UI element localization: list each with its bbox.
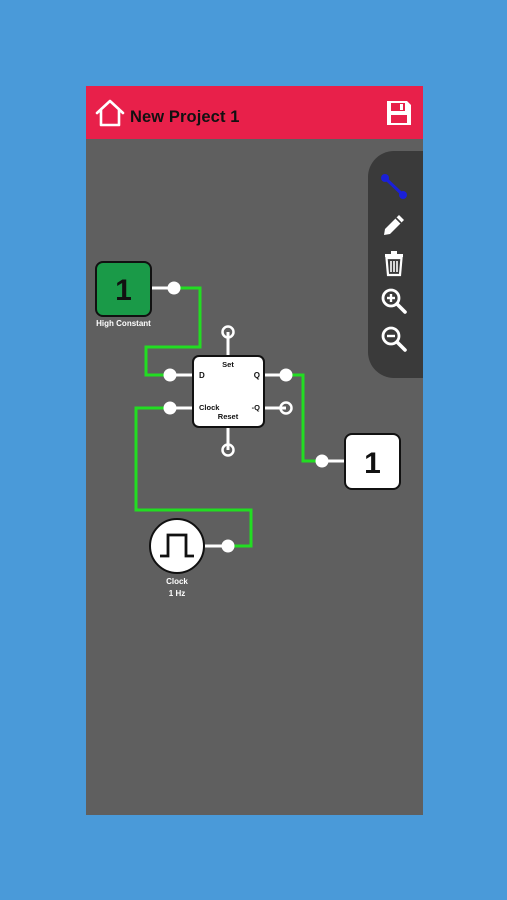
clock-input-pin[interactable] <box>163 401 177 415</box>
output-display-box[interactable] <box>344 433 401 490</box>
q-output-pin[interactable] <box>279 368 293 382</box>
output-display-value: 1 <box>364 447 381 480</box>
d-input-pin[interactable] <box>163 368 177 382</box>
not-q-output-pin[interactable] <box>279 401 293 415</box>
trash-icon[interactable] <box>380 249 408 277</box>
clock-label: Clock <box>166 577 188 586</box>
wire-constant-to-d[interactable] <box>144 286 202 377</box>
zoom-out-icon[interactable] <box>380 325 408 353</box>
circuit-canvas[interactable]: 1 High Constant Set D Q Clock -Q Reset <box>86 86 423 815</box>
high-constant-value: 1 <box>115 274 132 307</box>
d-flip-flop-component[interactable]: Set D Q Clock -Q Reset <box>163 325 293 457</box>
app-header: New Project 1 <box>86 86 423 139</box>
flip-flop-box[interactable] <box>192 355 265 428</box>
zoom-in-icon[interactable] <box>380 287 408 315</box>
clock-component[interactable]: Clock 1 Hz <box>149 518 235 598</box>
app-screen: 1 High Constant Set D Q Clock -Q Reset <box>86 86 423 815</box>
wires <box>134 286 322 548</box>
pin-label-set: Set <box>222 360 234 369</box>
pin-label-q: Q <box>254 371 260 380</box>
clock-body[interactable] <box>149 518 205 574</box>
constant-output-pin[interactable] <box>167 281 181 295</box>
square-wave-icon <box>160 533 194 558</box>
high-constant-component[interactable]: 1 High Constant <box>95 261 181 328</box>
wire-icon[interactable] <box>380 173 408 201</box>
pin-label-reset: Reset <box>218 412 239 421</box>
output-display-component[interactable]: 1 <box>315 433 401 490</box>
wire-clock-to-clk[interactable] <box>134 406 253 548</box>
home-icon[interactable] <box>94 98 126 128</box>
wire-q-to-output[interactable] <box>286 373 322 463</box>
save-icon[interactable] <box>385 99 413 127</box>
high-constant-label: High Constant <box>96 319 151 328</box>
clock-frequency-label: 1 Hz <box>169 589 185 598</box>
reset-input-pin[interactable] <box>221 443 235 457</box>
clock-output-pin[interactable] <box>221 539 235 553</box>
pin-label-not-q: -Q <box>252 403 260 412</box>
project-title: New Project 1 <box>130 108 240 126</box>
output-input-pin[interactable] <box>315 454 329 468</box>
high-constant-box[interactable] <box>95 261 152 317</box>
pin-label-d: D <box>199 371 205 380</box>
tool-panel <box>368 151 423 378</box>
pin-label-clock: Clock <box>199 403 220 412</box>
pencil-icon[interactable] <box>380 211 408 239</box>
set-input-pin[interactable] <box>221 325 235 339</box>
